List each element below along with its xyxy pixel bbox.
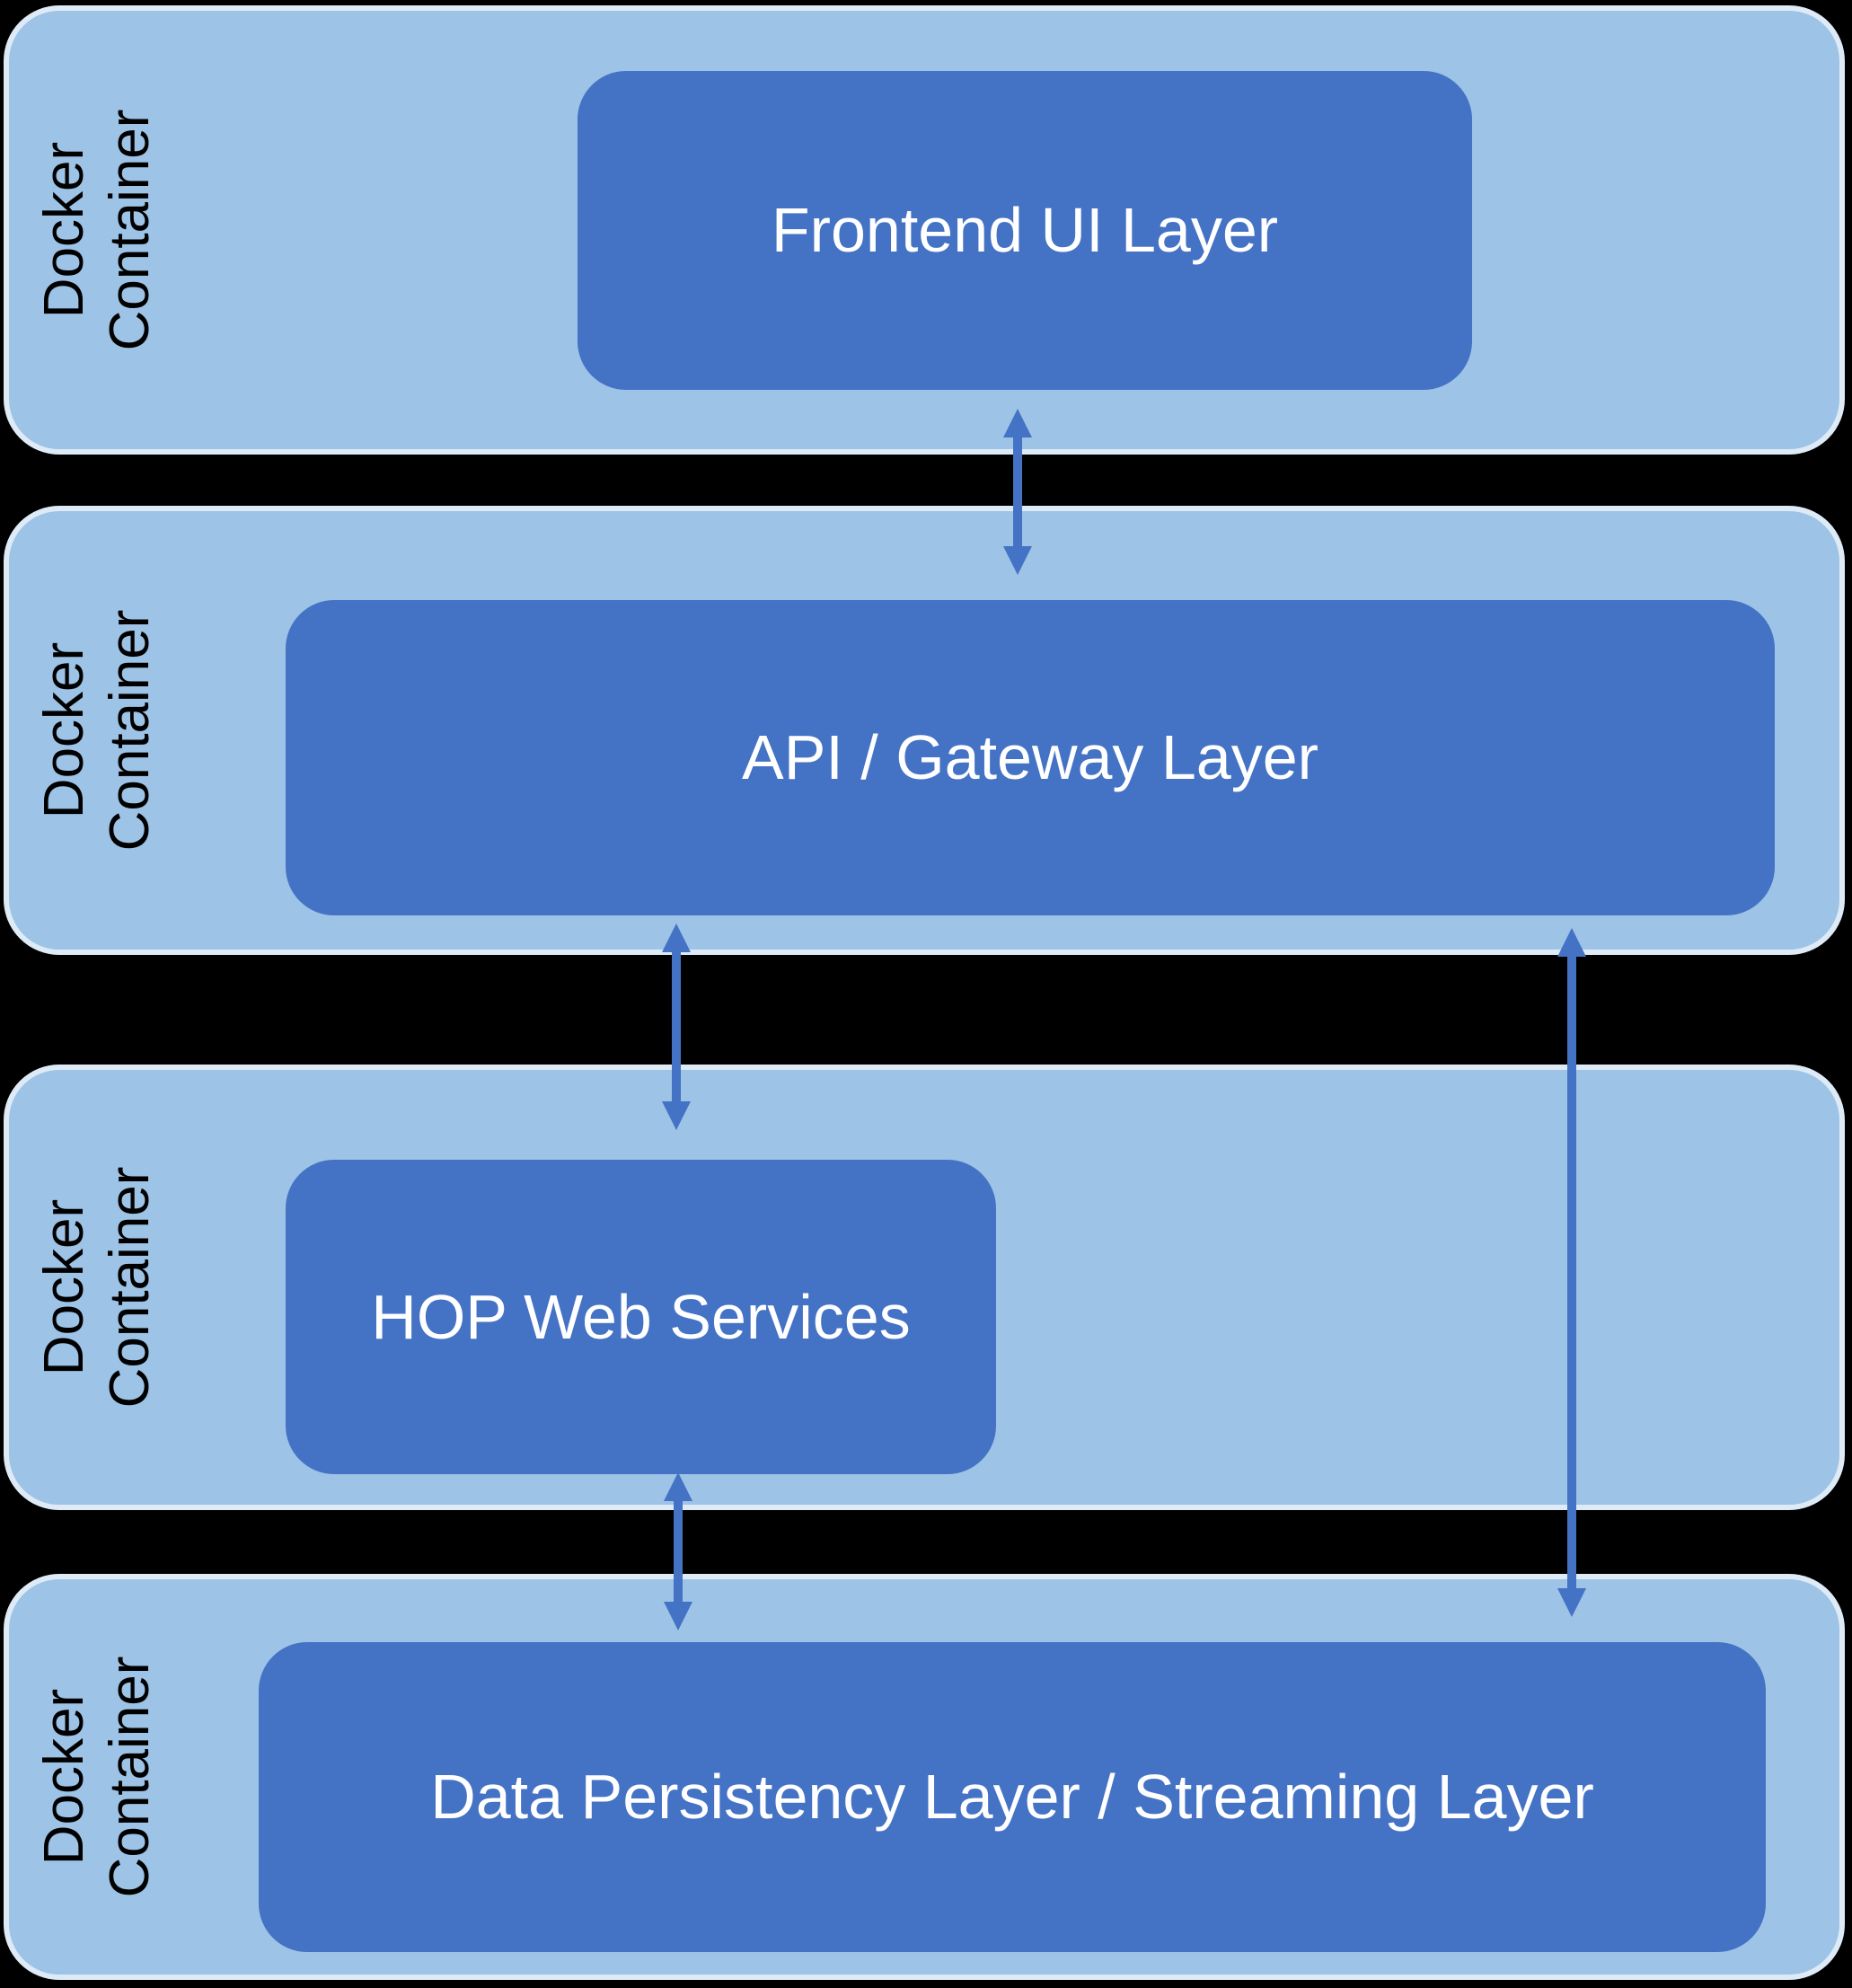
docker-container-label: Docker Container [32,1166,161,1409]
frontend-ui-layer-label: Frontend UI Layer [771,195,1279,265]
docker-container-frontend: Docker Container Frontend UI Layer [4,5,1845,455]
data-persistency-layer-label: Data Persistency Layer / Streaming Layer [430,1762,1594,1832]
hop-web-services-box: HOP Web Services [286,1160,996,1474]
api-gateway-layer-box: API / Gateway Layer [286,600,1775,915]
hop-web-services-label: HOP Web Services [371,1281,911,1352]
data-persistency-layer-box: Data Persistency Layer / Streaming Layer [259,1642,1766,1952]
frontend-ui-layer-box: Frontend UI Layer [578,71,1472,390]
api-gateway-layer-label: API / Gateway Layer [742,722,1318,792]
docker-container-label: Docker Container [32,609,161,852]
docker-container-data-persistency: Docker Container Data Persistency Layer … [4,1574,1845,1980]
docker-container-label: Docker Container [32,1656,161,1898]
docker-container-hop-web-services: Docker Container HOP Web Services [4,1065,1845,1510]
docker-container-label: Docker Container [32,109,161,351]
docker-container-api-gateway: Docker Container API / Gateway Layer [4,506,1845,955]
